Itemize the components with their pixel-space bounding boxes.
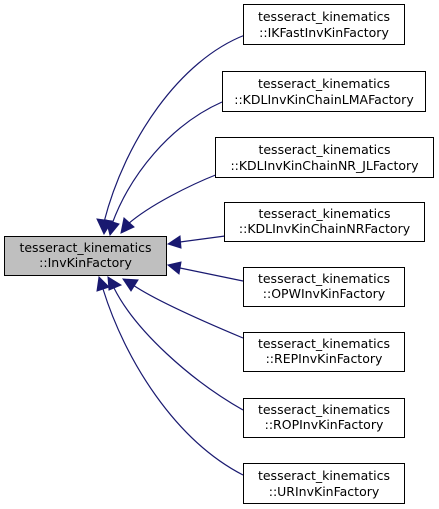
derived-class-name: ::REPInvKinFactory bbox=[266, 351, 383, 366]
derived-class-name: ::KDLInvKinChainNRFactory bbox=[239, 221, 411, 236]
derived-class-namespace: tesseract_kinematics bbox=[258, 76, 390, 91]
derived-class-node-kdl-nr-jl[interactable]: tesseract_kinematics ::KDLInvKinChainNR_… bbox=[215, 137, 434, 178]
base-class-name: ::InvKinFactory bbox=[39, 255, 132, 270]
derived-class-name: ::KDLInvKinChainLMAFactory bbox=[234, 92, 414, 107]
derived-class-namespace: tesseract_kinematics bbox=[258, 336, 390, 351]
derived-class-name: ::KDLInvKinChainNR_JLFactory bbox=[230, 158, 419, 173]
derived-class-namespace: tesseract_kinematics bbox=[258, 9, 390, 24]
derived-class-node-kdl-nr[interactable]: tesseract_kinematics ::KDLInvKinChainNRF… bbox=[224, 202, 425, 242]
derived-class-namespace: tesseract_kinematics bbox=[258, 468, 390, 483]
derived-class-node-opw[interactable]: tesseract_kinematics ::OPWInvKinFactory bbox=[243, 267, 405, 307]
inheritance-edge-kdl-lma bbox=[105, 101, 223, 237]
derived-class-name: ::URInvKinFactory bbox=[269, 484, 380, 499]
inheritance-edge-rep bbox=[122, 278, 244, 339]
derived-class-name: ::IKFastInvKinFactory bbox=[259, 25, 389, 40]
derived-class-node-rop[interactable]: tesseract_kinematics ::ROPInvKinFactory bbox=[243, 398, 405, 438]
derived-class-node-rep[interactable]: tesseract_kinematics ::REPInvKinFactory bbox=[243, 332, 405, 372]
inheritance-edge-kdl-nr-jl bbox=[120, 173, 219, 234]
derived-class-node-kdl-lma[interactable]: tesseract_kinematics ::KDLInvKinChainLMA… bbox=[222, 71, 426, 112]
base-class-namespace: tesseract_kinematics bbox=[19, 240, 151, 255]
derived-class-name: ::OPWInvKinFactory bbox=[263, 286, 386, 301]
derived-class-node-ikfast[interactable]: tesseract_kinematics ::IKFastInvKinFacto… bbox=[243, 4, 405, 45]
derived-class-namespace: tesseract_kinematics bbox=[258, 206, 390, 221]
derived-class-name: ::ROPInvKinFactory bbox=[265, 417, 384, 432]
inheritance-edge-opw bbox=[166, 261, 244, 282]
base-class-node[interactable]: tesseract_kinematics ::InvKinFactory bbox=[4, 236, 167, 276]
derived-class-namespace: tesseract_kinematics bbox=[258, 142, 390, 157]
derived-class-namespace: tesseract_kinematics bbox=[258, 402, 390, 417]
inheritance-edge-kdl-nr bbox=[166, 235, 226, 249]
derived-class-namespace: tesseract_kinematics bbox=[258, 271, 390, 286]
derived-class-node-ur[interactable]: tesseract_kinematics ::URInvKinFactory bbox=[243, 463, 405, 504]
inheritance-edge-ikfast bbox=[96, 34, 246, 236]
inheritance-edge-ur bbox=[96, 275, 244, 476]
inheritance-edge-rop bbox=[107, 276, 244, 411]
